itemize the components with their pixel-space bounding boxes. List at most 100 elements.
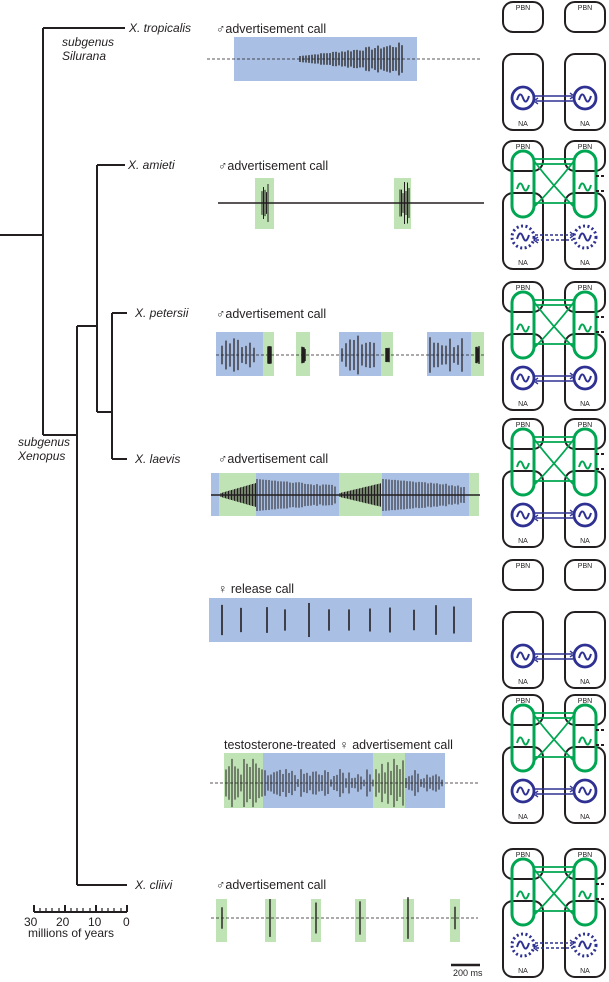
call-label: ♂advertisement call bbox=[218, 159, 328, 173]
species-label: X. laevis bbox=[134, 452, 180, 466]
na-connection-arrow bbox=[535, 95, 573, 102]
na-label: NA bbox=[580, 401, 590, 408]
na-oscillator-icon bbox=[510, 365, 536, 391]
blue-segment bbox=[339, 332, 381, 376]
sine-wave-icon bbox=[578, 373, 592, 383]
pbn-label: PBN bbox=[578, 698, 592, 705]
pbn-connection-arrow bbox=[533, 299, 575, 349]
na-oscillator-icon bbox=[510, 224, 536, 250]
pbn-label: PBN bbox=[516, 422, 530, 429]
sine-wave-icon bbox=[578, 510, 592, 520]
sine-wave-icon bbox=[516, 510, 530, 520]
pbn-label: PBN bbox=[578, 5, 592, 12]
scale-tick-label: 30 bbox=[24, 915, 38, 929]
pbn-connection-arrow bbox=[533, 712, 575, 762]
pbn-oscillator bbox=[510, 149, 536, 219]
subgenus-label: subgenus bbox=[62, 35, 114, 49]
sine-wave-icon bbox=[578, 460, 592, 470]
na-box bbox=[564, 746, 606, 824]
call-label: ♂advertisement call bbox=[216, 307, 326, 321]
pbn-box bbox=[564, 559, 606, 591]
arrowhead-icon bbox=[532, 509, 576, 522]
pbn-label: PBN bbox=[516, 563, 530, 570]
pbn-box bbox=[502, 848, 544, 880]
pbn-connection-arrow bbox=[533, 866, 575, 916]
call-label: testosterone-treated ♀ advertisement cal… bbox=[224, 738, 453, 752]
pbn-oscillator bbox=[572, 427, 598, 497]
sine-wave-icon bbox=[516, 373, 530, 383]
pbn-label: PBN bbox=[516, 144, 530, 151]
na-box bbox=[502, 900, 544, 978]
na-box bbox=[564, 333, 606, 411]
pbn-box bbox=[564, 848, 606, 880]
na-label: NA bbox=[518, 401, 528, 408]
sine-wave-icon bbox=[516, 93, 530, 103]
na-label: NA bbox=[518, 260, 528, 267]
blue-segment bbox=[209, 598, 472, 642]
blue-segment bbox=[216, 332, 263, 376]
na-oscillator-icon bbox=[572, 502, 598, 528]
pbn-label: PBN bbox=[516, 698, 530, 705]
pbn-label: PBN bbox=[578, 144, 592, 151]
na-connection-arrow bbox=[535, 375, 573, 382]
na-oscillator-icon bbox=[572, 365, 598, 391]
sine-wave-icon bbox=[578, 93, 592, 103]
sine-wave-icon bbox=[516, 736, 530, 746]
na-box bbox=[502, 333, 544, 411]
pbn-oscillator bbox=[510, 857, 536, 927]
pbn-box bbox=[502, 694, 544, 726]
na-label: NA bbox=[580, 260, 590, 267]
call-label: ♂advertisement call bbox=[216, 878, 326, 892]
pbn-box bbox=[502, 418, 544, 450]
sine-wave-icon bbox=[516, 940, 530, 950]
pbn-oscillator bbox=[510, 427, 536, 497]
time-scale bbox=[33, 905, 128, 913]
scale-tick-label: 20 bbox=[56, 915, 70, 929]
arrowhead-icon bbox=[532, 372, 576, 385]
na-connection-arrow bbox=[535, 788, 573, 795]
na-box bbox=[564, 470, 606, 548]
na-connection-arrow bbox=[535, 512, 573, 519]
na-label: NA bbox=[580, 121, 590, 128]
na-box bbox=[564, 611, 606, 689]
na-oscillator-icon bbox=[572, 932, 598, 958]
na-oscillator-icon bbox=[510, 778, 536, 804]
pbn-oscillator bbox=[572, 149, 598, 219]
na-box bbox=[502, 192, 544, 270]
call-label: ♀ release call bbox=[218, 582, 294, 596]
pbn-label: PBN bbox=[578, 852, 592, 859]
sine-wave-icon bbox=[578, 940, 592, 950]
dashed-boundary bbox=[596, 729, 604, 746]
na-label: NA bbox=[518, 968, 528, 975]
arrowhead-icon bbox=[532, 939, 576, 952]
pbn-box bbox=[564, 694, 606, 726]
na-label: NA bbox=[518, 814, 528, 821]
sine-wave-icon bbox=[516, 460, 530, 470]
species-label: X. tropicalis bbox=[128, 21, 191, 35]
species-label: X. cliivi bbox=[134, 878, 173, 892]
pbn-label: PBN bbox=[516, 5, 530, 12]
sine-wave-icon bbox=[516, 182, 530, 192]
pbn-box bbox=[502, 140, 544, 172]
pbn-box bbox=[502, 559, 544, 591]
na-box bbox=[502, 470, 544, 548]
pbn-connection-arrow bbox=[533, 158, 575, 208]
pbn-box bbox=[564, 418, 606, 450]
scale-axis-label: millions of years bbox=[28, 926, 114, 940]
na-oscillator-icon bbox=[510, 643, 536, 669]
pbn-oscillator bbox=[510, 290, 536, 360]
time-scalebar-label: 200 ms bbox=[453, 968, 483, 978]
na-label: NA bbox=[580, 538, 590, 545]
na-oscillator-icon bbox=[572, 85, 598, 111]
sine-wave-icon bbox=[516, 786, 530, 796]
pbn-box bbox=[564, 281, 606, 313]
na-label: NA bbox=[580, 814, 590, 821]
subgenus-name: Silurana bbox=[62, 49, 106, 63]
pbn-box bbox=[502, 1, 544, 33]
pbn-box bbox=[564, 140, 606, 172]
na-box bbox=[502, 746, 544, 824]
